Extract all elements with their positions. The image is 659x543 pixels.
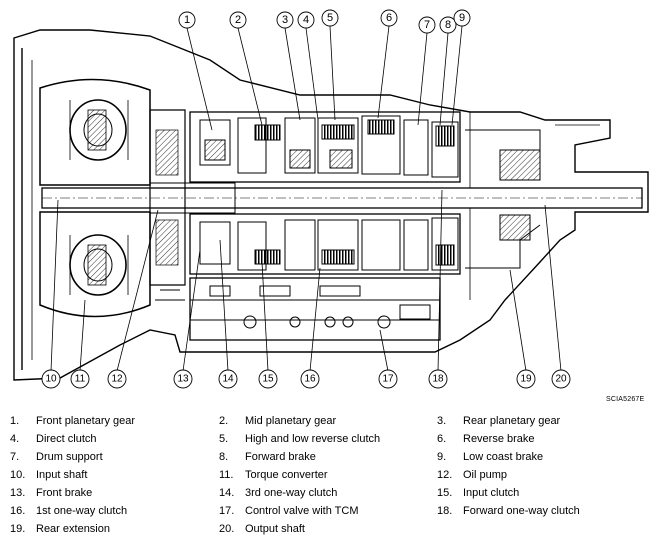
transmission-cross-section-diagram: 1 2 3 4 5 6 7 8 9 10 11 12 13 14 15 16 1… <box>13 9 649 389</box>
callout-16 <box>300 369 320 389</box>
callout-4 <box>297 11 315 29</box>
callout-13 <box>173 369 193 389</box>
gear-train-lower <box>189 213 461 275</box>
figure-code: SCIA5267E <box>606 396 645 403</box>
callout-label-1: 1 <box>184 14 190 26</box>
callout-5 <box>321 9 339 27</box>
torque-converter <box>39 78 151 318</box>
callout-label-3: 3 <box>282 14 288 26</box>
callout-3 <box>276 11 294 29</box>
callout-9 <box>453 9 471 27</box>
legend-item-13: 13.Front brake <box>10 487 93 499</box>
callout-label-5: 5 <box>327 12 333 24</box>
callout-label-10: 10 <box>45 374 57 385</box>
rear-extension <box>465 129 541 269</box>
gear-train-upper <box>189 111 461 183</box>
legend-item-3: 3.Rear planetary gear <box>437 415 561 427</box>
callout-1 <box>178 11 196 29</box>
callout-label-18: 18 <box>432 374 444 385</box>
callout-circles <box>41 9 571 389</box>
legend-item-7: 7.Drum support <box>10 451 103 463</box>
legend-item-1: 1.Front planetary gear <box>10 415 136 427</box>
callout-label-12: 12 <box>111 374 123 385</box>
callout-label-15: 15 <box>262 374 274 385</box>
parts-legend: 1.Front planetary gear 2.Mid planetary g… <box>0 412 659 540</box>
callout-label-2: 2 <box>235 14 241 26</box>
callout-label-20: 20 <box>555 374 567 385</box>
callout-label-9: 9 <box>459 12 465 24</box>
callout-14 <box>218 369 238 389</box>
callout-19 <box>516 369 536 389</box>
legend-item-9: 9.Low coast brake <box>437 451 544 463</box>
legend-item-14: 14.3rd one-way clutch <box>219 487 338 499</box>
callout-label-8: 8 <box>445 19 451 31</box>
callout-label-16: 16 <box>304 374 316 385</box>
callout-label-6: 6 <box>386 12 392 24</box>
callout-label-17: 17 <box>382 374 394 385</box>
callout-20 <box>551 369 571 389</box>
legend-item-15: 15.Input clutch <box>437 487 520 499</box>
legend-item-8: 8.Forward brake <box>219 451 316 463</box>
legend-item-6: 6.Reverse brake <box>437 433 535 445</box>
callout-label-13: 13 <box>177 374 189 385</box>
callout-7 <box>418 16 436 34</box>
legend-item-2: 2.Mid planetary gear <box>219 415 337 427</box>
legend-item-18: 18.Forward one-way clutch <box>437 505 580 517</box>
callout-label-11: 11 <box>75 374 86 385</box>
legend-item-19: 19.Rear extension <box>10 523 110 535</box>
input-output-shaft <box>41 182 643 214</box>
callout-label-19: 19 <box>520 374 532 385</box>
callout-15 <box>258 369 278 389</box>
callout-18 <box>428 369 448 389</box>
callout-label-7: 7 <box>424 19 430 31</box>
legend-item-17: 17.Control valve with TCM <box>219 505 359 517</box>
legend-item-4: 4.Direct clutch <box>10 433 97 445</box>
callout-label-14: 14 <box>222 374 234 385</box>
legend-item-12: 12.Oil pump <box>437 469 508 481</box>
callout-label-4: 4 <box>303 14 309 26</box>
oil-pump <box>149 109 186 286</box>
callout-11 <box>70 369 90 389</box>
callout-10 <box>41 369 61 389</box>
callout-8 <box>439 16 457 34</box>
legend-item-5: 5.High and low reverse clutch <box>219 433 381 445</box>
legend-item-11: 11.Torque converter <box>219 469 328 481</box>
callout-12 <box>107 369 127 389</box>
callout-17 <box>378 369 398 389</box>
control-valve-oil-pan <box>155 277 441 341</box>
callout-6 <box>380 9 398 27</box>
legend-item-10: 10.Input shaft <box>10 469 88 481</box>
legend-item-20: 20.Output shaft <box>219 523 305 535</box>
callout-leader-lines <box>50 25 562 372</box>
legend-item-16: 16.1st one-way clutch <box>10 505 128 517</box>
callout-2 <box>229 11 247 29</box>
